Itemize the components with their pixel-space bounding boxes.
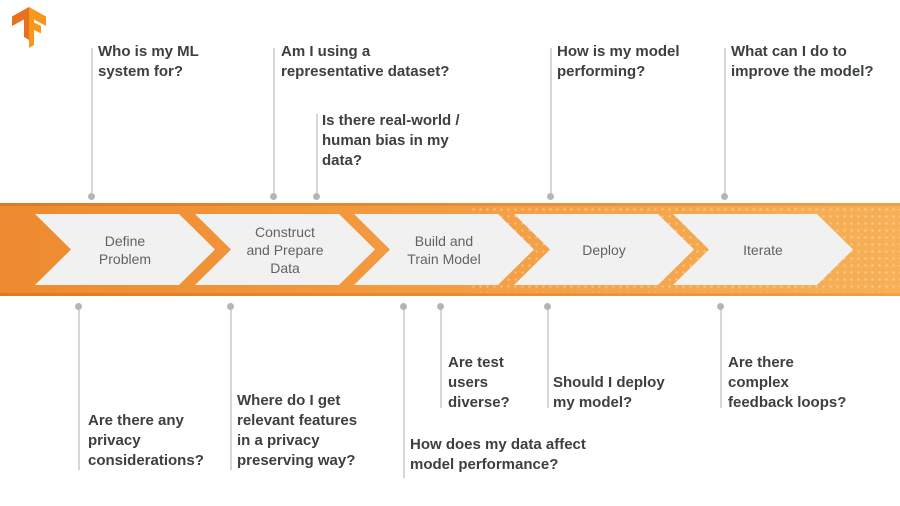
question-model-performing: How is my model performing? [557,43,680,80]
question-relevant-features: Where do I get relevant features in a pr… [237,392,358,469]
connector-line-bottom [403,310,405,478]
band-edge-bottom [0,293,900,296]
question-test-users: Are test users diverse? [448,354,510,411]
connector-line-top [273,48,275,193]
connector-line-bottom [78,310,80,470]
question-privacy: Are there any privacy considerations? [88,412,204,469]
connector-dot [227,303,234,310]
connector-dot [313,193,320,200]
connector-line-bottom [720,310,722,408]
question-improve-model: What can I do to improve the model? [731,43,874,80]
band-edge-top [0,203,900,206]
connector-dot [75,303,82,310]
connector-line-top [724,48,726,193]
stage-label: Deploy [582,241,626,258]
connector-dot [437,303,444,310]
stage-label: Iterate [743,241,783,258]
question-representative-dataset: Am I using a representative dataset? [281,43,450,80]
connector-dot [547,193,554,200]
stage-label: Construct and Prepare Data [246,223,324,276]
connector-dot [270,193,277,200]
connector-dot [88,193,95,200]
stage-label: Define Problem [98,232,152,267]
question-deploy-model: Should I deploy my model? [553,374,665,411]
question-ml-system: Who is my ML system for? [98,43,199,80]
question-feedback-loops: Are there complex feedback loops? [728,354,847,411]
connector-line-bottom [230,310,232,470]
connector-dot [721,193,728,200]
connector-line-top [91,48,93,193]
connector-line-bottom [440,310,442,408]
stage-label: Build and Train Model [407,232,481,267]
connector-line-bottom [547,310,549,408]
connector-line-top [550,48,552,193]
connector-dot [544,303,551,310]
question-human-bias: Is there real-world / human bias in my d… [322,112,460,169]
question-data-performance: How does my data affect model performanc… [410,436,586,473]
tensorflow-logo-icon [12,7,46,48]
connector-line-top [316,114,318,193]
stage-build-train-model: Build and Train Model [354,214,534,285]
connector-dot [400,303,407,310]
connector-dot [717,303,724,310]
